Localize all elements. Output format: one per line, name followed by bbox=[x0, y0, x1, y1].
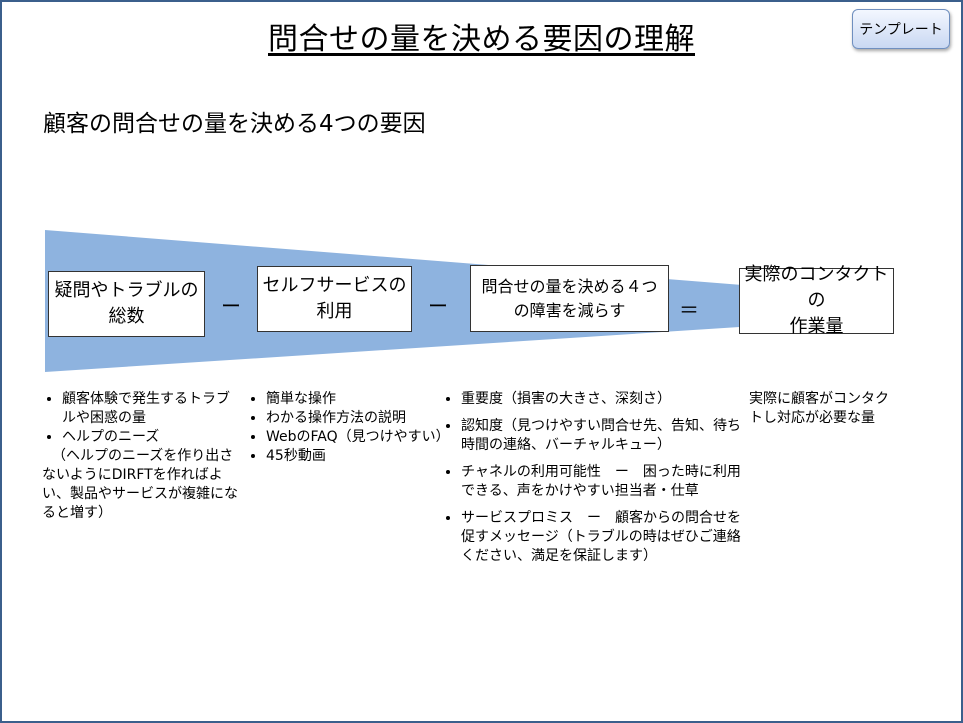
box-actual-contact: 実際のコンタクトの 作業量 bbox=[739, 264, 894, 337]
box-self-service: セルフサービスの 利用 bbox=[257, 266, 412, 332]
list-item: チャネルの利用可能性 ー 困った時に利用できる、声をかけやすい担当者・仕草 bbox=[461, 463, 751, 501]
equals-operator: ＝ bbox=[679, 298, 699, 322]
list-item: 重要度（損害の大きさ、深刻さ） bbox=[461, 390, 751, 409]
list-item: わかる操作方法の説明 bbox=[266, 409, 446, 428]
list-item: 顧客体験で発生するトラブルや困惑の量 bbox=[62, 390, 242, 428]
col1-note: （ヘルプのニーズを作り出さないようにDIRFTを作ればよい、製品やサービスが複雑… bbox=[42, 448, 238, 521]
box-reduce-barriers-label: 問合せの量を決める４つ の障害を減らす bbox=[481, 276, 658, 320]
col2-list: 簡単な操作 わかる操作方法の説明 WebのFAQ（見つけやすい） 45秒動画 bbox=[246, 390, 450, 466]
minus-operator-2: ー bbox=[428, 294, 448, 318]
list-item: WebのFAQ（見つけやすい） bbox=[266, 428, 450, 447]
box-reduce-barriers: 問合せの量を決める４つ の障害を減らす bbox=[470, 265, 669, 332]
list-item: 簡単な操作 bbox=[266, 390, 446, 409]
list-item: ヘルプのニーズ （ヘルプのニーズを作り出さないようにDIRFTを作ればよい、製品… bbox=[42, 428, 242, 523]
list-item: 45秒動画 bbox=[266, 447, 446, 466]
box-total-issues: 疑問やトラブルの 総数 bbox=[48, 271, 205, 337]
list-item: サービスプロミス ー 顧客からの問合せを促すメッセージ（トラブルの時はぜひご連絡… bbox=[461, 509, 751, 566]
col4-text: 実際に顧客がコンタクトし対応が必要な量 bbox=[749, 391, 889, 426]
list-item: 認知度（見つけやすい問合せ先、告知、待ち時間の連絡、バーチャルキュー） bbox=[461, 417, 751, 455]
subtitle: 顧客の問合せの量を決める4つの要因 bbox=[43, 111, 426, 137]
box-self-service-label: セルフサービスの 利用 bbox=[262, 275, 407, 322]
minus-operator-1: ー bbox=[221, 294, 241, 318]
col1-list: 顧客体験で発生するトラブルや困惑の量 ヘルプのニーズ （ヘルプのニーズを作り出さ… bbox=[42, 390, 242, 523]
list-item-label: ヘルプのニーズ bbox=[62, 429, 160, 445]
slide-title: 問合せの量を決める要因の理解 bbox=[268, 22, 695, 57]
box-actual-contact-label: 実際のコンタクトの 作業量 bbox=[744, 264, 889, 337]
box-total-issues-label: 疑問やトラブルの 総数 bbox=[54, 280, 199, 327]
template-button[interactable]: テンプレート bbox=[852, 9, 950, 49]
col3-list: 重要度（損害の大きさ、深刻さ） 認知度（見つけやすい問合せ先、告知、待ち時間の連… bbox=[441, 390, 751, 566]
